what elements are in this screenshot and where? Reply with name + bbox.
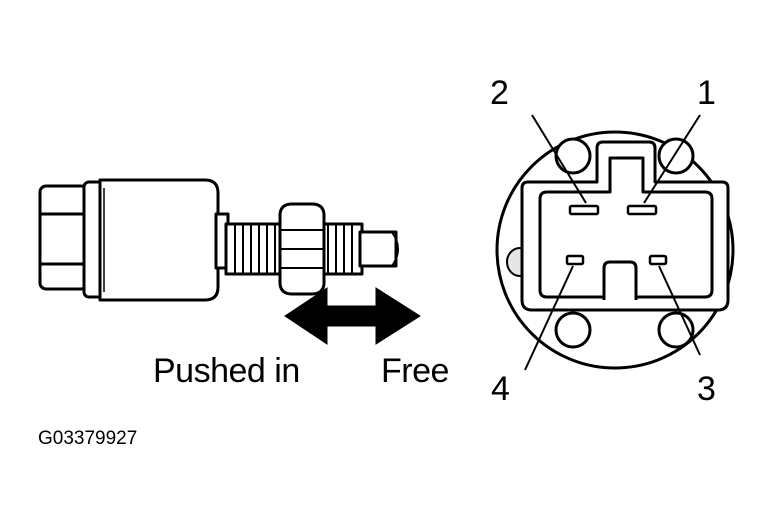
connector-face-view <box>495 114 735 371</box>
terminal-2 <box>568 204 600 216</box>
pin-label-4: 4 <box>491 370 510 408</box>
free-label: Free <box>381 352 449 390</box>
terminals <box>565 204 668 266</box>
pin-label-1: 1 <box>697 74 716 112</box>
terminal-1 <box>626 204 658 216</box>
pin-label-3: 3 <box>697 370 716 408</box>
leader-line-2 <box>531 114 587 204</box>
double-arrow-icon <box>284 287 421 345</box>
leader-line-1 <box>643 114 701 204</box>
lock-nut <box>278 202 326 296</box>
figure-code: G03379927 <box>38 428 138 449</box>
terminal-3 <box>648 254 668 266</box>
pushed-in-label: Pushed in <box>153 352 300 390</box>
leader-line-4 <box>524 265 574 371</box>
connector-end <box>38 180 106 299</box>
pin-label-2: 2 <box>490 74 509 112</box>
terminal-4 <box>565 254 585 266</box>
leader-line-3 <box>658 265 701 356</box>
center-key <box>602 260 638 300</box>
switch-side-view <box>38 178 399 302</box>
switch-body <box>98 178 220 302</box>
plunger <box>358 230 399 268</box>
leader-lines <box>524 114 701 371</box>
